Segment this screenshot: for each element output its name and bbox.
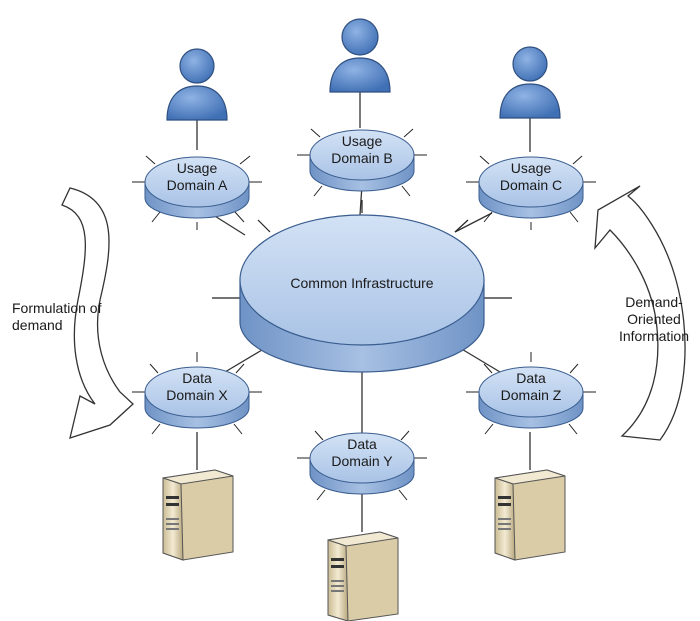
server-icon-y xyxy=(327,531,399,621)
data-domain-x-node xyxy=(132,352,262,435)
common-infrastructure-node xyxy=(212,200,512,373)
user-icon-b xyxy=(329,18,391,93)
data-domain-z-node xyxy=(466,352,596,435)
connector-c xyxy=(454,212,493,233)
server-icon-x xyxy=(162,469,234,561)
left-flow-arrow xyxy=(61,187,134,439)
connector-x xyxy=(224,349,263,373)
usage-domain-a-node xyxy=(132,155,262,230)
usage-domain-b-node xyxy=(297,128,427,197)
common-infrastructure-label: Common Infrastructure xyxy=(290,275,434,291)
user-icon-a xyxy=(166,48,228,121)
user-icon-c xyxy=(499,46,561,119)
server-icon-z xyxy=(494,469,566,561)
connectors xyxy=(196,90,531,532)
data-domain-y-node xyxy=(297,430,427,501)
right-flow-arrow xyxy=(594,185,686,441)
usage-domain-c-node xyxy=(466,155,596,230)
connector-z xyxy=(459,347,501,373)
